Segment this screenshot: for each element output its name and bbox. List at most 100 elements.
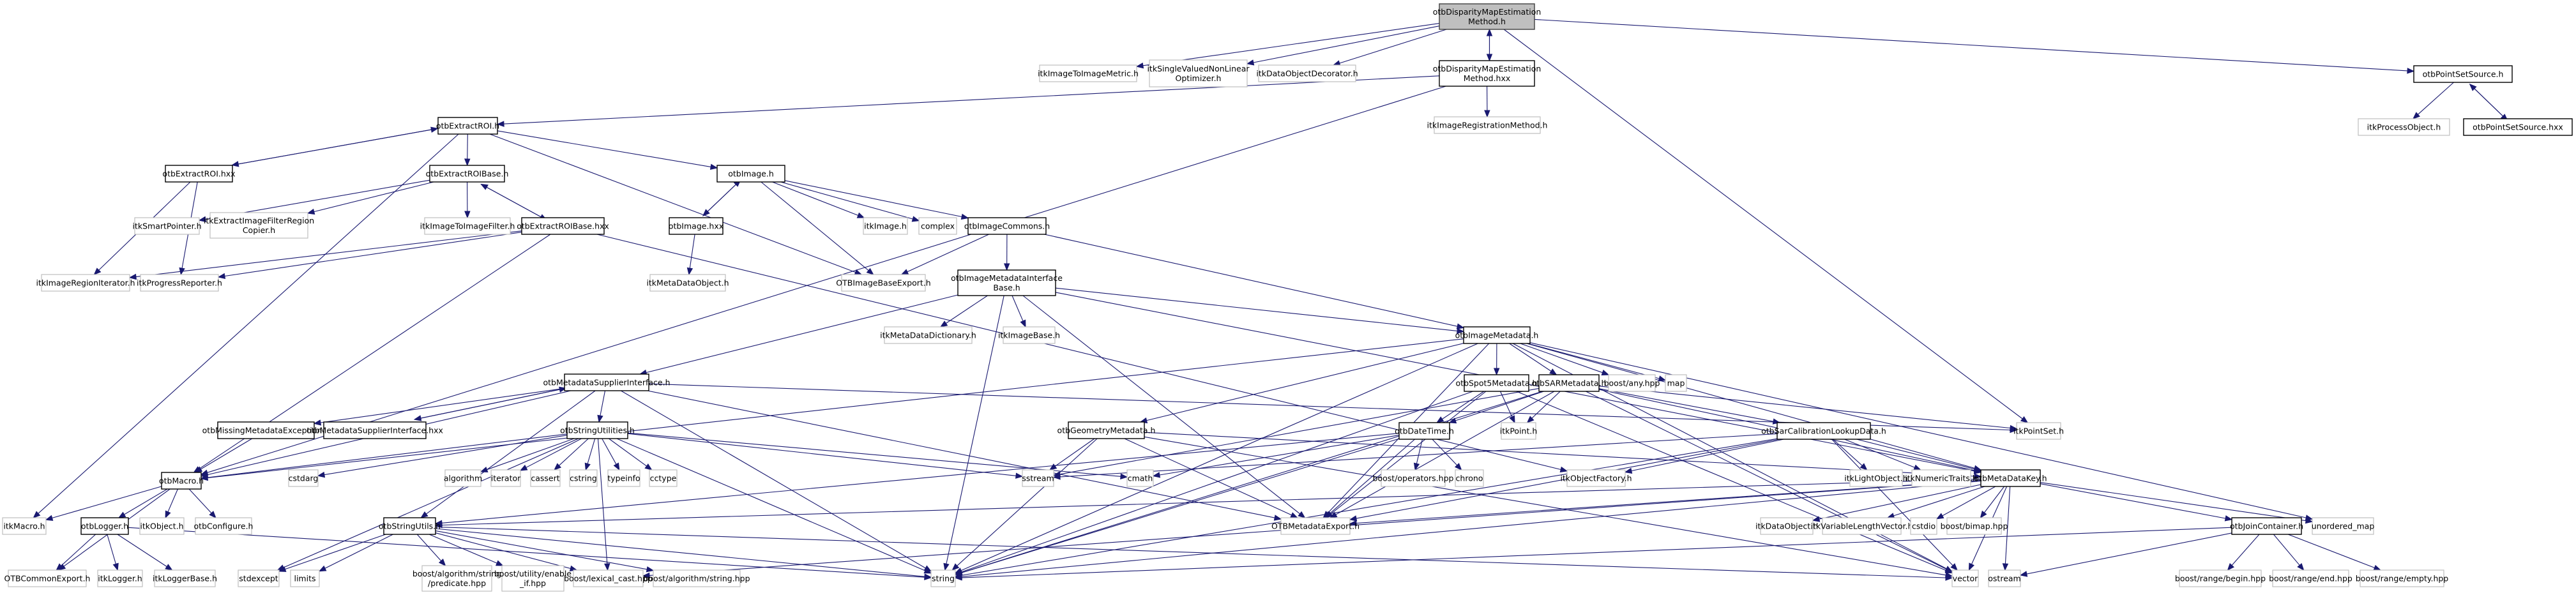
node-box[interactable]: [2231, 517, 2302, 535]
edge-otbJoinContainer-to-boostRangeEmpty: [2287, 534, 2375, 568]
graph-node-otbSARMetadata[interactable]: otbSARMetadata.h: [1532, 374, 1607, 392]
graph-node-otbExtractROIHxx[interactable]: otbExtractROI.hxx: [162, 165, 236, 183]
edge-otbSARMetadata-to-string: [961, 391, 1543, 573]
node-box[interactable]: [217, 421, 315, 439]
edge-otbSARMetadata-to-otbSarCalibrationLookupData: [1598, 388, 1774, 422]
node-box[interactable]: [1463, 326, 1531, 344]
graph-node-otbImageHxx[interactable]: otbImage.hxx: [669, 217, 724, 235]
graph-node-otbImageMetadata[interactable]: otbImageMetadata.h: [1455, 326, 1539, 344]
graph-node-otbImage[interactable]: otbImage.h: [716, 165, 785, 183]
graph-node-boostEnableIf: boost/utility/enable_if.hpp: [494, 565, 572, 592]
graph-node-otbLogger[interactable]: otbLogger.h: [80, 517, 129, 535]
graph-node-otbMetadataSupplierInterface[interactable]: otbMetadataSupplierInterface.h: [543, 373, 671, 391]
node-box[interactable]: [2413, 65, 2513, 83]
graph-node-ostream: ostream: [1988, 569, 2021, 587]
arrowhead-icon: [866, 267, 874, 275]
node-box[interactable]: [1464, 374, 1529, 392]
node-box[interactable]: [669, 217, 724, 235]
graph-node-cstring: cstring: [569, 469, 598, 487]
arrowhead-icon: [1049, 463, 1057, 471]
graph-node-otbPointSetSource[interactable]: otbPointSetSource.h: [2413, 65, 2513, 83]
node-box: [139, 517, 185, 535]
node-label: itkPoint.h: [1500, 426, 1538, 436]
graph-node-otbExtractROI[interactable]: otbExtractROI.h: [436, 117, 499, 135]
node-box[interactable]: [1068, 421, 1145, 439]
edge-otbExtractROI-to-itkMacro: [38, 133, 459, 514]
node-box[interactable]: [716, 165, 785, 183]
node-box[interactable]: [1439, 3, 1535, 30]
edge-otbGeometryMetadata-to-sstream: [1054, 438, 1095, 467]
arrowhead-icon: [951, 563, 960, 571]
node-box: [444, 469, 481, 487]
graph-node-otbStringUtilities[interactable]: otbStringUtilities.h: [560, 421, 635, 439]
node-label: itkSingleValuedNonLinear: [1147, 64, 1250, 73]
node-box[interactable]: [566, 421, 628, 439]
node-box[interactable]: [957, 269, 1056, 296]
edge-otbImageMetadataInterfaceBase-to-string: [946, 295, 1004, 564]
node-layer: otbDisparityMapEstimationMethod.hitkImag…: [2, 3, 2573, 592]
edge-otbPointSetSource-to-itkProcessObject: [2418, 82, 2454, 115]
node-box[interactable]: [165, 165, 233, 183]
edge-otbImageHxx-to-itkMetaDataObject: [689, 234, 695, 269]
graph-node-otbGeometryMetadata[interactable]: otbGeometryMetadata.h: [1057, 421, 1156, 439]
node-box[interactable]: [161, 472, 202, 490]
node-box[interactable]: [323, 421, 427, 439]
node-box[interactable]: [521, 217, 605, 235]
node-box[interactable]: [1777, 422, 1871, 440]
node-box: [918, 217, 957, 235]
arrowhead-icon: [1509, 415, 1515, 424]
node-box[interactable]: [967, 217, 1047, 235]
node-label: boost/range/begin.hpp: [2175, 574, 2266, 584]
arrowhead-icon: [911, 216, 920, 222]
arrowhead-icon: [939, 320, 948, 328]
edge-dmeHxx-to-otbMacro: [207, 86, 1446, 473]
arrowhead-icon: [1454, 463, 1462, 471]
edge-otbMetaDataKey-to-itkDataObject: [1819, 484, 1981, 520]
edge-otbMetadataSupplierInterface-to-string: [621, 390, 926, 569]
graph-node-otbMacro[interactable]: otbMacro.h: [159, 472, 204, 490]
graph-node-otbExtractROIBaseHxx[interactable]: otbExtractROIBase.hxx: [517, 217, 609, 235]
edge-otbImageMetadataInterfaceBase-to-itkImageBase: [1011, 295, 1024, 322]
graph-node-otbStringUtils[interactable]: otbStringUtils.h: [379, 517, 441, 535]
node-label: boost/range/empty.hpp: [2356, 574, 2449, 584]
node-label: boost/operators.hpp: [1373, 474, 1454, 483]
node-box[interactable]: [2463, 118, 2573, 136]
graph-node-otbMetadataSupplierInterfaceHxx[interactable]: otbMetadataSupplierInterface.hxx: [307, 421, 443, 439]
node-label: itkProcessObject.h: [2367, 123, 2441, 132]
node-box[interactable]: [383, 517, 436, 535]
arrowhead-icon: [496, 121, 504, 127]
node-box[interactable]: [1398, 422, 1450, 440]
graph-node-otbDateTime[interactable]: otbDateTime.h: [1395, 422, 1454, 440]
graph-node-otbSarCalibrationLookupData[interactable]: otbSarCalibrationLookupData.h: [1761, 422, 1886, 440]
node-box[interactable]: [80, 517, 129, 535]
node-box: [290, 569, 320, 587]
node-box: [97, 569, 143, 587]
graph-node-otbImageCommons[interactable]: otbImageCommons.h: [964, 217, 1050, 235]
node-box[interactable]: [1439, 60, 1535, 87]
graph-node-otbMissingMetadataException[interactable]: otbMissingMetadataException.h: [202, 421, 330, 439]
node-box[interactable]: [429, 165, 505, 183]
node-box[interactable]: [437, 117, 498, 135]
arrowhead-icon: [1974, 473, 1982, 479]
node-box[interactable]: [1980, 469, 2041, 487]
node-box[interactable]: [1538, 374, 1600, 392]
edge-otbDateTime-to-OTBMetadataExport: [1330, 439, 1415, 514]
node-box: [1258, 64, 1356, 82]
graph-node-itkPoint: itkPoint.h: [1500, 422, 1538, 440]
arrowhead-icon: [2002, 563, 2009, 571]
graph-node-otbJoinContainer[interactable]: otbJoinContainer.h: [2230, 517, 2303, 535]
graph-node-otbMetaDataKey[interactable]: otbMetaDataKey.h: [1974, 469, 2047, 487]
node-box[interactable]: [564, 373, 649, 391]
edge-layer: [33, 19, 2508, 581]
graph-node-otbPointSetSourceHxx[interactable]: otbPointSetSource.hxx: [2463, 118, 2573, 136]
graph-node-itkMetaDataObject: itkMetaDataObject.h: [646, 274, 729, 292]
arrowhead-icon: [1298, 511, 1306, 518]
graph-node-otbConfigure: otbConfigure.h: [194, 517, 253, 535]
graph-node-otbSpot5Metadata[interactable]: otbSpot5Metadata.h: [1456, 374, 1538, 392]
edge-otbPointSetSourceHxx-to-otbPointSetSource: [2474, 88, 2508, 121]
graph-node-otbExtractROIBase[interactable]: otbExtractROIBase.h: [426, 165, 509, 183]
